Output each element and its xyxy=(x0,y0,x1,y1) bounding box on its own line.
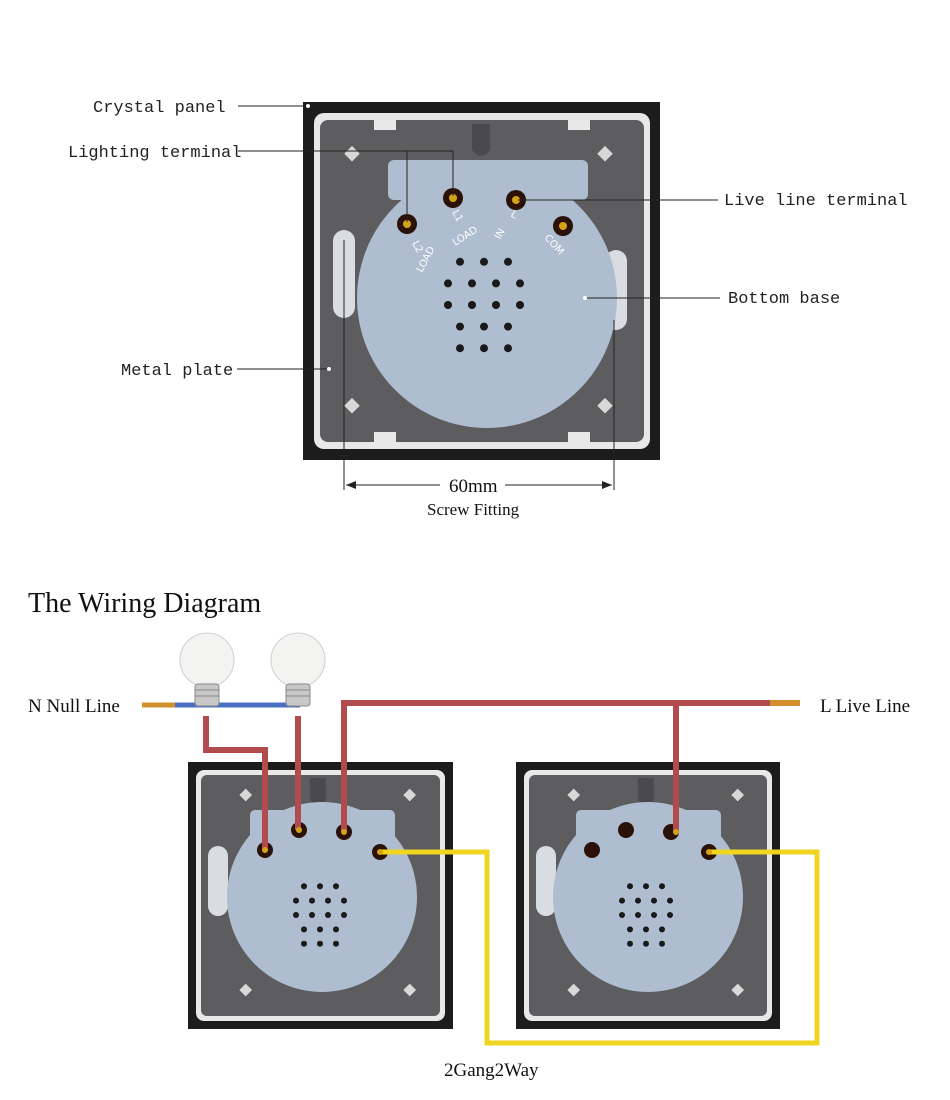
traveller-wire-1 xyxy=(380,849,820,1046)
vent-hole xyxy=(444,301,452,309)
terminal-label-l2: L2 xyxy=(409,239,424,255)
vent-hole xyxy=(341,897,347,904)
vent-hole xyxy=(293,897,299,904)
callout-bottom-base: Bottom base xyxy=(728,290,840,309)
vent-hole xyxy=(456,322,464,331)
null-line-label: N Null Line xyxy=(28,696,120,717)
vent-hole xyxy=(667,912,673,918)
vent-hole xyxy=(651,897,657,904)
terminal-label-l: L xyxy=(509,209,520,222)
vent-hole xyxy=(317,883,323,890)
live-line-wire xyxy=(341,700,800,832)
vent-hole xyxy=(627,883,633,890)
bottom-base xyxy=(357,168,617,428)
vent-hole xyxy=(659,883,665,890)
vent-hole xyxy=(301,926,307,933)
vent-hole xyxy=(627,926,633,933)
wiring-caption: 2Gang2Way xyxy=(444,1060,539,1081)
dimension-60mm: 60mm xyxy=(449,476,498,497)
vent-hole xyxy=(635,912,641,918)
live-line-label: L Live Line xyxy=(820,696,910,717)
switch-2 xyxy=(516,762,780,1029)
bulb-1 xyxy=(179,632,235,707)
vent-hole xyxy=(643,940,649,947)
vent-hole xyxy=(341,912,347,918)
vent-hole xyxy=(659,940,665,947)
callout-lines xyxy=(237,105,720,490)
vent-hole xyxy=(301,940,307,947)
vent-hole xyxy=(504,257,512,266)
vent-hole xyxy=(516,279,524,288)
vent-hole xyxy=(480,257,488,266)
callout-live-line-terminal: Live line terminal xyxy=(724,192,908,211)
vent-hole xyxy=(480,322,488,331)
switch-1 xyxy=(188,762,453,1029)
vent-hole xyxy=(504,344,512,353)
vent-hole xyxy=(651,912,657,918)
vent-hole xyxy=(317,926,323,933)
vent-hole xyxy=(492,279,500,288)
vent-hole xyxy=(504,322,512,331)
lamp-1-wire xyxy=(203,716,268,850)
vent-hole xyxy=(309,912,315,918)
vent-hole xyxy=(333,926,339,933)
callout-lighting-terminal: Lighting terminal xyxy=(68,144,241,163)
bulb-2 xyxy=(270,632,326,707)
vent-hole xyxy=(317,940,323,947)
vent-hole xyxy=(333,940,339,947)
vent-hole xyxy=(309,897,315,904)
callout-metal-plate: Metal plate xyxy=(121,362,233,381)
screw-fitting-caption: Screw Fitting xyxy=(427,500,520,519)
callout-crystal-panel: Crystal panel xyxy=(93,99,226,118)
vent-hole xyxy=(619,897,625,904)
vent-hole xyxy=(444,279,452,288)
vent-hole xyxy=(325,912,331,918)
vent-hole xyxy=(643,883,649,890)
vent-hole xyxy=(468,301,476,309)
vent-hole xyxy=(293,912,299,918)
vent-hole xyxy=(480,344,488,353)
vent-hole xyxy=(516,301,524,309)
switch-back-view: L2 LOAD L1 LOAD L IN COM xyxy=(303,102,660,460)
vent-hole xyxy=(627,940,633,947)
vent-hole xyxy=(325,897,331,904)
vent-hole xyxy=(667,897,673,904)
vent-hole xyxy=(468,279,476,288)
vent-holes xyxy=(444,257,524,353)
vent-hole xyxy=(659,926,665,933)
vent-hole xyxy=(456,344,464,353)
vent-hole xyxy=(635,897,641,904)
terminal-label-in: IN xyxy=(493,227,508,242)
vent-hole xyxy=(301,883,307,890)
vent-hole xyxy=(333,883,339,890)
terminal-label-l1: L1 xyxy=(449,208,464,224)
wiring-diagram-title: The Wiring Diagram xyxy=(28,588,261,619)
vent-hole xyxy=(619,912,625,918)
vent-hole xyxy=(456,257,464,266)
vent-hole xyxy=(492,301,500,309)
vent-hole xyxy=(643,926,649,933)
wires xyxy=(142,700,820,1046)
